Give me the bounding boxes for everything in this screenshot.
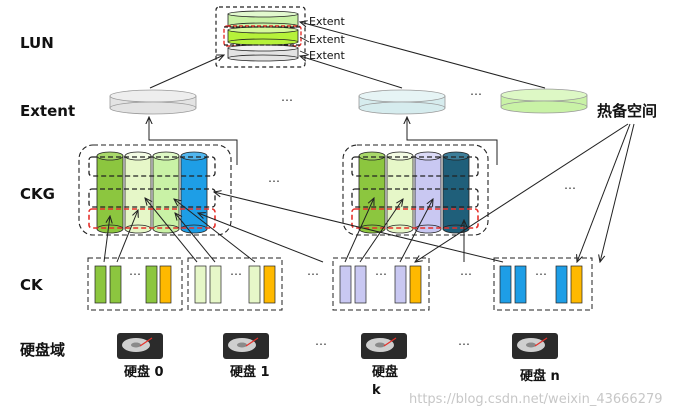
ellipsis-ck-1: … bbox=[307, 264, 319, 278]
ellipsis-extent-2: … bbox=[470, 84, 482, 98]
disk-n-label: 硬盘 n bbox=[520, 368, 560, 384]
lun-extent-pointer bbox=[299, 50, 310, 56]
ckg-2-column-3 bbox=[414, 151, 442, 234]
ckg-1-column-1 bbox=[96, 151, 124, 234]
disk-0-icon bbox=[117, 333, 163, 359]
ckg-1-column-4 bbox=[180, 151, 208, 234]
disk-k-icon bbox=[361, 333, 407, 359]
ck-group-1: … bbox=[87, 257, 183, 311]
lun-extent-1 bbox=[227, 10, 299, 30]
disk-0-label: 硬盘 0 bbox=[124, 364, 164, 380]
disk-n-icon bbox=[512, 333, 558, 359]
ckg-1-column-3 bbox=[152, 151, 180, 234]
ellipsis-disk-2: … bbox=[458, 334, 470, 348]
disk-1-label: 硬盘 1 bbox=[230, 364, 270, 380]
ckg-2-column-1 bbox=[358, 151, 386, 234]
hot-spare-label: 热备空间 bbox=[597, 102, 657, 120]
disk-1-icon bbox=[223, 333, 269, 359]
lun-extent-2 bbox=[223, 25, 302, 47]
ellipsis-ckg-2: … bbox=[564, 178, 576, 192]
ck-group-3: … bbox=[332, 257, 430, 311]
ellipsis-ck-2: … bbox=[460, 264, 472, 278]
extent-gray bbox=[109, 89, 197, 115]
lun-extent-pointer bbox=[299, 36, 310, 43]
arrows bbox=[103, 22, 635, 262]
lun-extent-label-2: Extent bbox=[309, 33, 346, 46]
ellipsis-ckg-1: … bbox=[268, 171, 280, 185]
row-label-disk-domain: 硬盘域 bbox=[20, 341, 65, 359]
lun-extent-3 bbox=[227, 44, 299, 62]
extent-blue bbox=[358, 89, 446, 115]
ckg-group-2 bbox=[342, 144, 489, 236]
ellipsis-extent-1: … bbox=[281, 90, 293, 104]
ckg-2-column-2 bbox=[386, 151, 414, 234]
lun-extent-label-3: Extent bbox=[309, 49, 346, 62]
lun-block bbox=[215, 6, 306, 68]
ck-group-4: … bbox=[493, 257, 593, 311]
row-label-ckg: CKG bbox=[20, 185, 55, 203]
disk-k-label: 硬盘 bbox=[372, 364, 398, 380]
disk-k-index: k bbox=[372, 383, 381, 398]
row-label-ck: CK bbox=[20, 276, 44, 294]
row-label-extent: Extent bbox=[20, 102, 75, 120]
ckg-1-column-2 bbox=[124, 151, 152, 234]
svg-text:…: … bbox=[535, 264, 547, 278]
ellipsis-disk-1: … bbox=[315, 334, 327, 348]
svg-text:…: … bbox=[375, 264, 387, 278]
ckg-group-1 bbox=[78, 144, 232, 236]
svg-text:…: … bbox=[230, 264, 242, 278]
extent-green bbox=[500, 88, 588, 114]
lun-extent-label-1: Extent bbox=[309, 15, 346, 28]
ck-group-2: … bbox=[187, 257, 283, 311]
svg-text:…: … bbox=[129, 264, 141, 278]
row-label-lun: LUN bbox=[20, 34, 54, 52]
ckg-2-column-4 bbox=[442, 151, 470, 234]
watermark: https://blog.csdn.net/weixin_43666279 bbox=[409, 392, 663, 407]
